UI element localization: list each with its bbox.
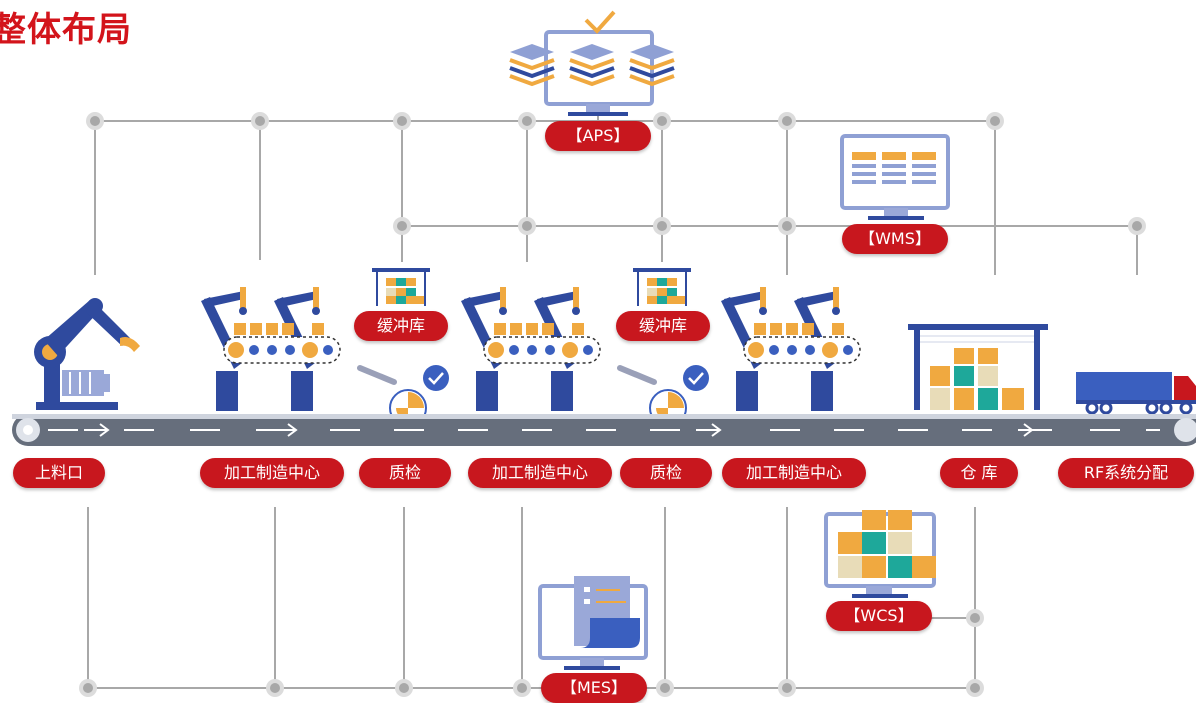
truck-icon: [1076, 372, 1196, 415]
aps-monitor-icon: [509, 10, 675, 116]
station-machining-1: 加工制造中心: [200, 458, 344, 488]
buffer-shelf-icon: [372, 268, 430, 306]
station-warehouse: 仓 库: [940, 458, 1018, 488]
buffer-label: 缓冲库: [354, 311, 448, 341]
wms-label: 【WMS】: [842, 224, 948, 254]
warehouse-icon: [908, 324, 1048, 410]
station-machining-3: 加工制造中心: [722, 458, 866, 488]
station-qc-1: 质检: [359, 458, 451, 488]
conveyor-robot-icon: [720, 286, 861, 412]
station-qc-2: 质检: [620, 458, 712, 488]
station-machining-2: 加工制造中心: [468, 458, 612, 488]
conveyor-robot-icon: [200, 286, 341, 412]
buffer-label: 缓冲库: [616, 311, 710, 341]
wcs-label: 【WCS】: [826, 601, 932, 631]
station-rf-distribution: RF系统分配: [1058, 458, 1194, 488]
mes-monitor-icon: [538, 576, 648, 670]
aps-label: 【APS】: [545, 121, 651, 151]
station-loading: 上料口: [13, 458, 105, 488]
mes-label: 【MES】: [541, 673, 647, 703]
buffer-shelf-icon: [633, 268, 691, 306]
wcs-monitor-icon: [824, 510, 936, 598]
wms-monitor-icon: [840, 134, 950, 220]
conveyor-robot-icon: [460, 286, 601, 412]
robot-arm-icon: [34, 298, 140, 410]
page-title: 整体布局: [0, 10, 132, 50]
conveyor-belt: [12, 414, 1196, 446]
